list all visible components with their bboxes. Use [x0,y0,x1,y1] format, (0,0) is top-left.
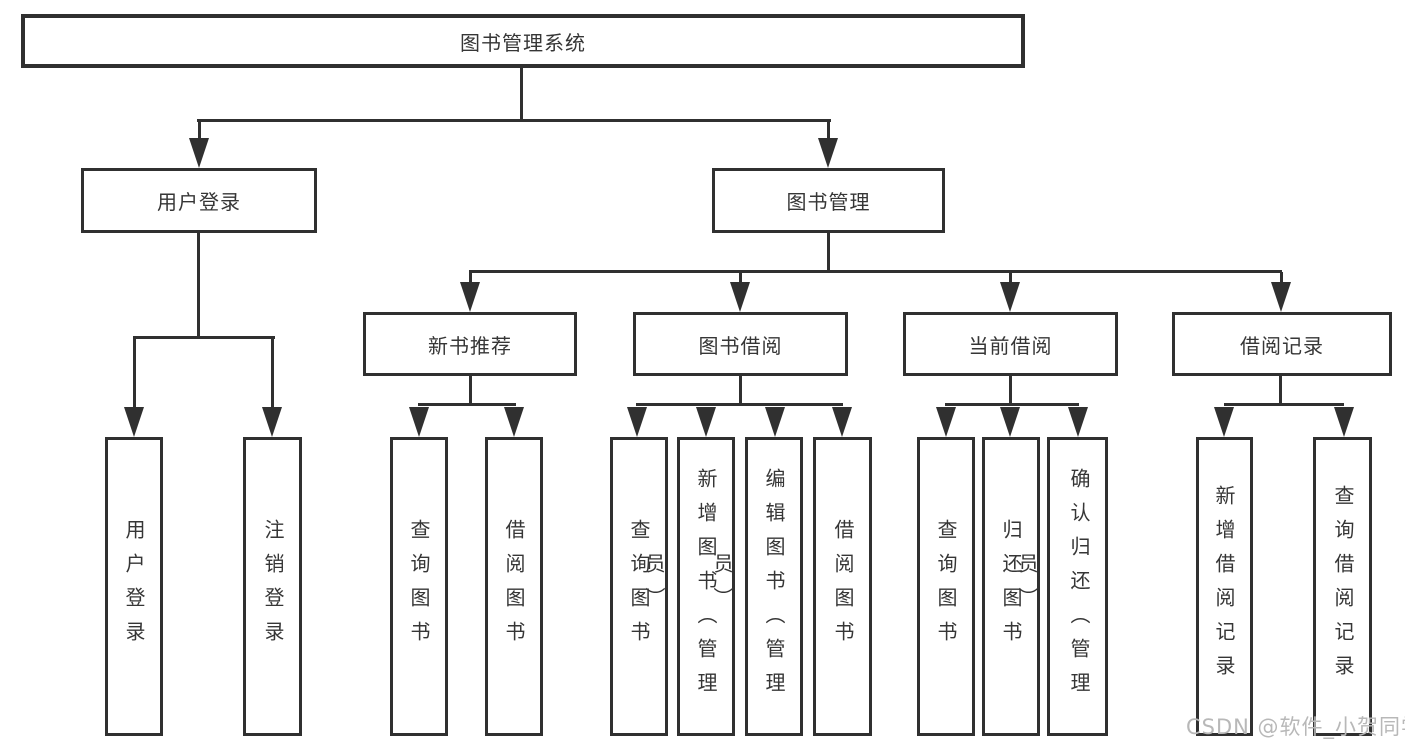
connector-new-book-recommend-bus [418,403,516,406]
connector-new-book-recommend-stem [469,376,472,406]
connector-stub-current-borrowing [1009,272,1012,286]
connector-current-borrowing-bus [945,403,1079,406]
connector-root-stem [520,68,523,120]
leaf-bb-borrow-books: 借阅图书 [813,437,872,736]
connector-stub-login [133,338,136,414]
connector-level3-bus [469,270,1282,273]
leaf-rec-borrow-books: 借阅图书 [485,437,543,736]
connector-borrowing-records-bus [1224,403,1344,406]
arrowhead-logout [262,407,282,437]
node-borrowing-records: 借阅记录 [1172,312,1392,376]
arrowhead-user-login [189,138,209,168]
connector-current-borrowing-stem [1009,376,1012,406]
arrowhead-book-borrowing [730,282,750,312]
node-new-book-recommend: 新书推荐 [363,312,577,376]
arrowhead-borrowing-records [1271,282,1291,312]
arrowhead-current-borrowing [1000,282,1020,312]
connector-stub-book-management [827,120,830,146]
node-user-login: 用户登录 [81,168,317,233]
leaf-br-add-record: 新增借阅记录 [1196,437,1253,736]
leaf-cb-query-books: 查询图书 [917,437,975,736]
leaf-logout: 注销登录 [243,437,302,736]
arrowhead-cb-return-books [1000,407,1020,437]
arrowhead-bb-edit-books [765,407,785,437]
leaf-bb-query-books: 查询图书 [610,437,668,736]
leaf-login: 用户登录 [105,437,163,736]
connector-user-login-stem [197,233,200,339]
arrowhead-rec-query-books [409,407,429,437]
arrowhead-book-management [818,138,838,168]
connector-stub-user-login [198,120,201,146]
arrowhead-cb-query-books [936,407,956,437]
node-root: 图书管理系统 [21,14,1025,68]
leaf-rec-query-books: 查询图书 [390,437,448,736]
connector-borrowing-records-stem [1279,376,1282,406]
arrowhead-bb-add-books [696,407,716,437]
arrowhead-bb-query-books [627,407,647,437]
node-book-management: 图书管理 [712,168,945,233]
arrowhead-br-add-record [1214,407,1234,437]
arrowhead-br-query-record [1334,407,1354,437]
arrowhead-new-book-recommend [460,282,480,312]
leaf-cb-confirm-return: 确认归还（管理员） [1015,437,1108,736]
arrowhead-bb-borrow-books [832,407,852,437]
connector-book-borrowing-bus [636,403,843,406]
connector-book-borrowing-stem [739,376,742,406]
leaf-br-query-record: 查询借阅记录 [1313,437,1372,736]
node-current-borrowing: 当前借阅 [903,312,1118,376]
watermark: CSDN @软件_小贺同学 [1186,715,1405,739]
connector-level2-bus [197,119,831,122]
arrowhead-rec-borrow-books [504,407,524,437]
arrowhead-cb-confirm-return [1068,407,1088,437]
arrowhead-login [124,407,144,437]
connector-stub-logout [271,338,274,414]
node-book-borrowing: 图书借阅 [633,312,848,376]
leaf-bb-add-books: 新增图书（管理员） [642,437,735,736]
connector-stub-book-borrowing [739,272,742,286]
connector-stub-new-book-recommend [469,272,472,286]
connector-book-management-stem [827,233,830,273]
leaf-bb-edit-books: 编辑图书（管理员） [710,437,803,736]
connector-stub-borrowing-records [1280,272,1283,286]
connector-user-login-bus [133,336,275,339]
leaf-cb-return-books: 归还图书 [982,437,1040,736]
